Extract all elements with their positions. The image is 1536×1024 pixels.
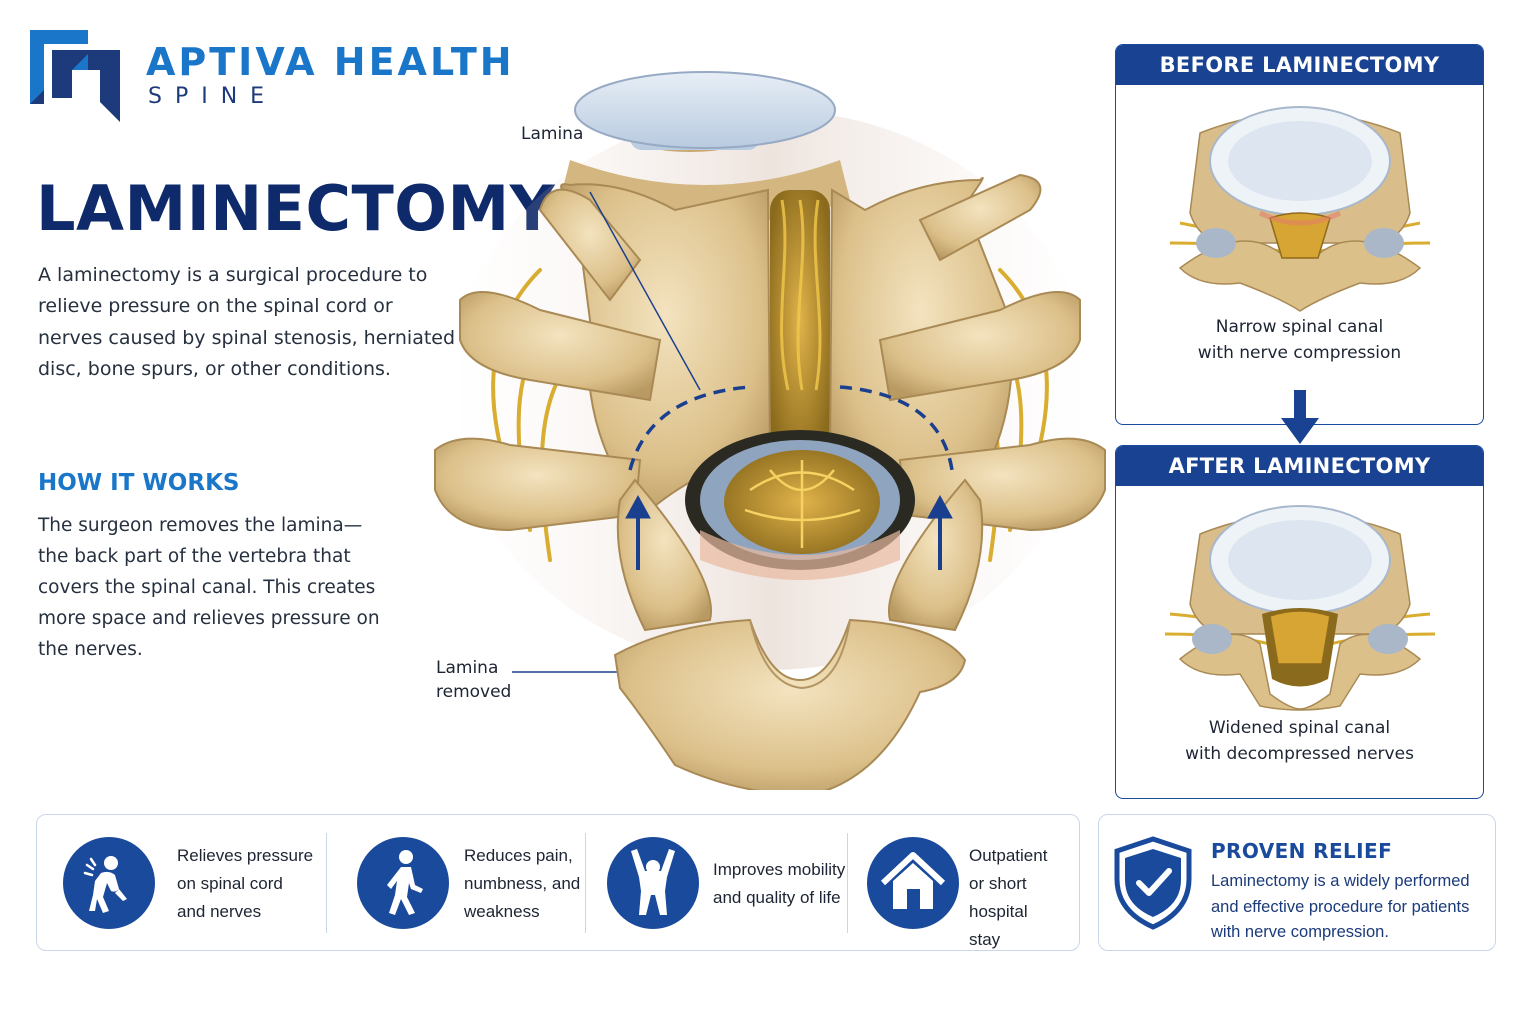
benefit-text: Outpatient or short hospital stay [969, 846, 1048, 949]
down-arrow-icon [1281, 390, 1319, 444]
page-title: LAMINECTOMY [36, 172, 556, 245]
before-panel-title: BEFORE LAMINECTOMY [1116, 45, 1483, 85]
benefit-divider [585, 833, 586, 933]
benefit-text: Relieves pressure on spinal cord and ner… [177, 846, 314, 921]
benefit-item: Relieves pressure on spinal cord and ner… [37, 815, 327, 952]
lamina-label: Lamina [521, 124, 584, 144]
after-vertebra-illustration [1164, 505, 1435, 711]
proven-relief-title: PROVEN RELIEF [1211, 839, 1393, 863]
lamina-removed-label-line1: Lamina [436, 658, 499, 678]
benefit-text: Improves mobility and quality of life [713, 860, 846, 907]
brand-name: APTIVA HEALTH [146, 40, 515, 84]
benefit-item: Reduces pain, numbness, and weakness [327, 815, 585, 952]
before-caption-line1: Narrow spinal canal [1215, 317, 1384, 337]
house-icon [880, 852, 946, 909]
after-panel: AFTER LAMINECTOMY Widened spinal canal w… [1115, 445, 1484, 799]
benefit-item: Outpatient or short hospital stay [847, 815, 1079, 952]
intro-paragraph: A laminectomy is a surgical procedure to… [38, 264, 456, 380]
proven-relief-text: Laminectomy is a widely performed and ef… [1211, 872, 1470, 941]
back-pain-icon [83, 856, 127, 913]
benefits-bar: Relieves pressure on spinal cord and ner… [36, 814, 1080, 951]
shield-check-icon [1114, 836, 1192, 930]
how-it-works-heading: HOW IT WORKS [38, 470, 240, 496]
vertebra-illustration [434, 71, 1106, 790]
before-caption-line2: with nerve compression [1197, 343, 1402, 363]
benefit-divider [326, 833, 327, 933]
before-vertebra-illustration [1169, 106, 1430, 312]
raised-arms-person-icon [631, 849, 675, 915]
after-panel-title: AFTER LAMINECTOMY [1116, 446, 1483, 486]
benefit-text: Reduces pain, numbness, and weakness [464, 846, 581, 921]
after-caption-line2: with decompressed nerves [1185, 744, 1414, 764]
walking-person-icon [387, 850, 423, 915]
lamina-removed-label-line2: removed [436, 682, 512, 702]
proven-relief-card: PROVEN RELIEF Laminectomy is a widely pe… [1098, 814, 1496, 951]
benefit-divider [847, 833, 848, 933]
before-panel: BEFORE LAMINECTOMY Narrow spinal canal w… [1115, 44, 1484, 425]
benefit-item: Improves mobility and quality of life [585, 815, 847, 952]
after-caption-line1: Widened spinal canal [1208, 718, 1391, 738]
brand-subtitle: SPINE [148, 84, 278, 109]
lamina-removed-label: Lamina removed [436, 656, 511, 704]
aptiva-logo-icon [30, 30, 120, 122]
how-it-works-text: The surgeon removes the lamina—the back … [38, 515, 380, 660]
